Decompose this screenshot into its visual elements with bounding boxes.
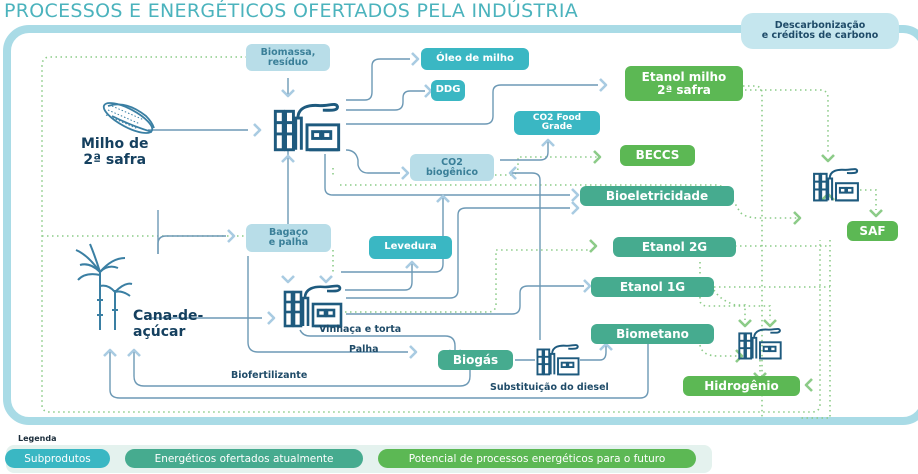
box-hidrogenio: Hidrogênio — [683, 376, 800, 396]
legend-item-energeticos-atuais: Energéticos ofertados atualmente — [125, 449, 363, 468]
milho-line-1: Milho de — [81, 136, 149, 152]
factory-icon-hidrogenio — [738, 327, 782, 360]
box-etanol-1g: Etanol 1G — [591, 277, 714, 297]
co2-line-1: CO2 — [441, 156, 463, 168]
decarbonization-label: Descarbonização e créditos de carbono — [741, 13, 899, 49]
box-levedura: Levedura — [369, 236, 452, 259]
cana-line-1: Cana-de- — [133, 308, 204, 324]
source-cana: Cana-de- açúcar — [133, 308, 203, 340]
etanol-milho-line-2: 2ª safra — [657, 82, 711, 97]
label-palha: Palha — [349, 344, 379, 355]
legend-title: Legenda — [18, 434, 57, 443]
box-co2-food-grade: CO2 Food Grade — [514, 111, 600, 135]
label-vinhaca-e-torta: Vinhaça e torta — [319, 324, 402, 335]
factory-icon-cana — [283, 284, 343, 328]
factory-icon-saf — [812, 167, 860, 202]
box-bagaco-palha: Bagaço e palha — [246, 224, 331, 252]
box-etanol-milho-2a-safra: Etanol milho 2ª safra — [625, 66, 743, 101]
co2-food-line-2: Grade — [541, 122, 573, 132]
sugarcane-icon — [75, 243, 133, 330]
decarbonization-line-1: Descarbonização — [774, 20, 866, 32]
factory-icon-milho — [273, 102, 341, 152]
corn-icon — [102, 102, 155, 134]
page-title: PROCESSOS E ENERGÉTICOS OFERTADOS PELA I… — [4, 0, 579, 22]
box-biometano: Biometano — [591, 324, 714, 344]
label-biofertilizante: Biofertilizante — [231, 370, 308, 381]
cana-line-2: açúcar — [133, 324, 186, 341]
legend-item-potencial-futuro: Potencial de processos energéticos para … — [378, 449, 696, 468]
label-substituicao-diesel: Substituição do diesel — [490, 382, 609, 393]
diagram-frame — [3, 25, 918, 425]
decarbonization-line-2: e créditos de carbono — [761, 30, 879, 41]
source-milho: Milho de 2ª safra — [81, 136, 149, 168]
bagaco-line-1: Bagaço — [268, 227, 309, 239]
bagaco-line-2: e palha — [268, 237, 309, 248]
box-beccs: BECCS — [620, 145, 695, 166]
box-bioeletricidade: Bioeletricidade — [580, 186, 734, 206]
box-biomassa-residuo: Biomassa, resíduo — [246, 44, 330, 71]
factory-icon-biogas — [536, 344, 580, 376]
box-oleo-de-milho: Óleo de milho — [421, 48, 529, 70]
dotted-boundary — [41, 56, 821, 413]
biomassa-line-1: Biomassa, — [260, 46, 316, 58]
biomassa-line-2: resíduo — [267, 56, 309, 68]
box-ddg: DDG — [431, 80, 465, 101]
box-co2-biogenico: CO2 biogênico — [410, 154, 494, 181]
box-etanol-2g: Etanol 2G — [613, 237, 736, 257]
box-saf: SAF — [847, 221, 898, 241]
milho-line-2: 2ª safra — [83, 152, 147, 169]
box-biogas: Biogás — [438, 350, 513, 370]
co2-line-2: biogênico — [425, 166, 478, 178]
etanol-milho-line-1: Etanol milho — [641, 69, 727, 84]
co2-food-line-1: CO2 Food — [532, 112, 582, 123]
legend-item-subprodutos: Subprodutos — [5, 449, 110, 468]
